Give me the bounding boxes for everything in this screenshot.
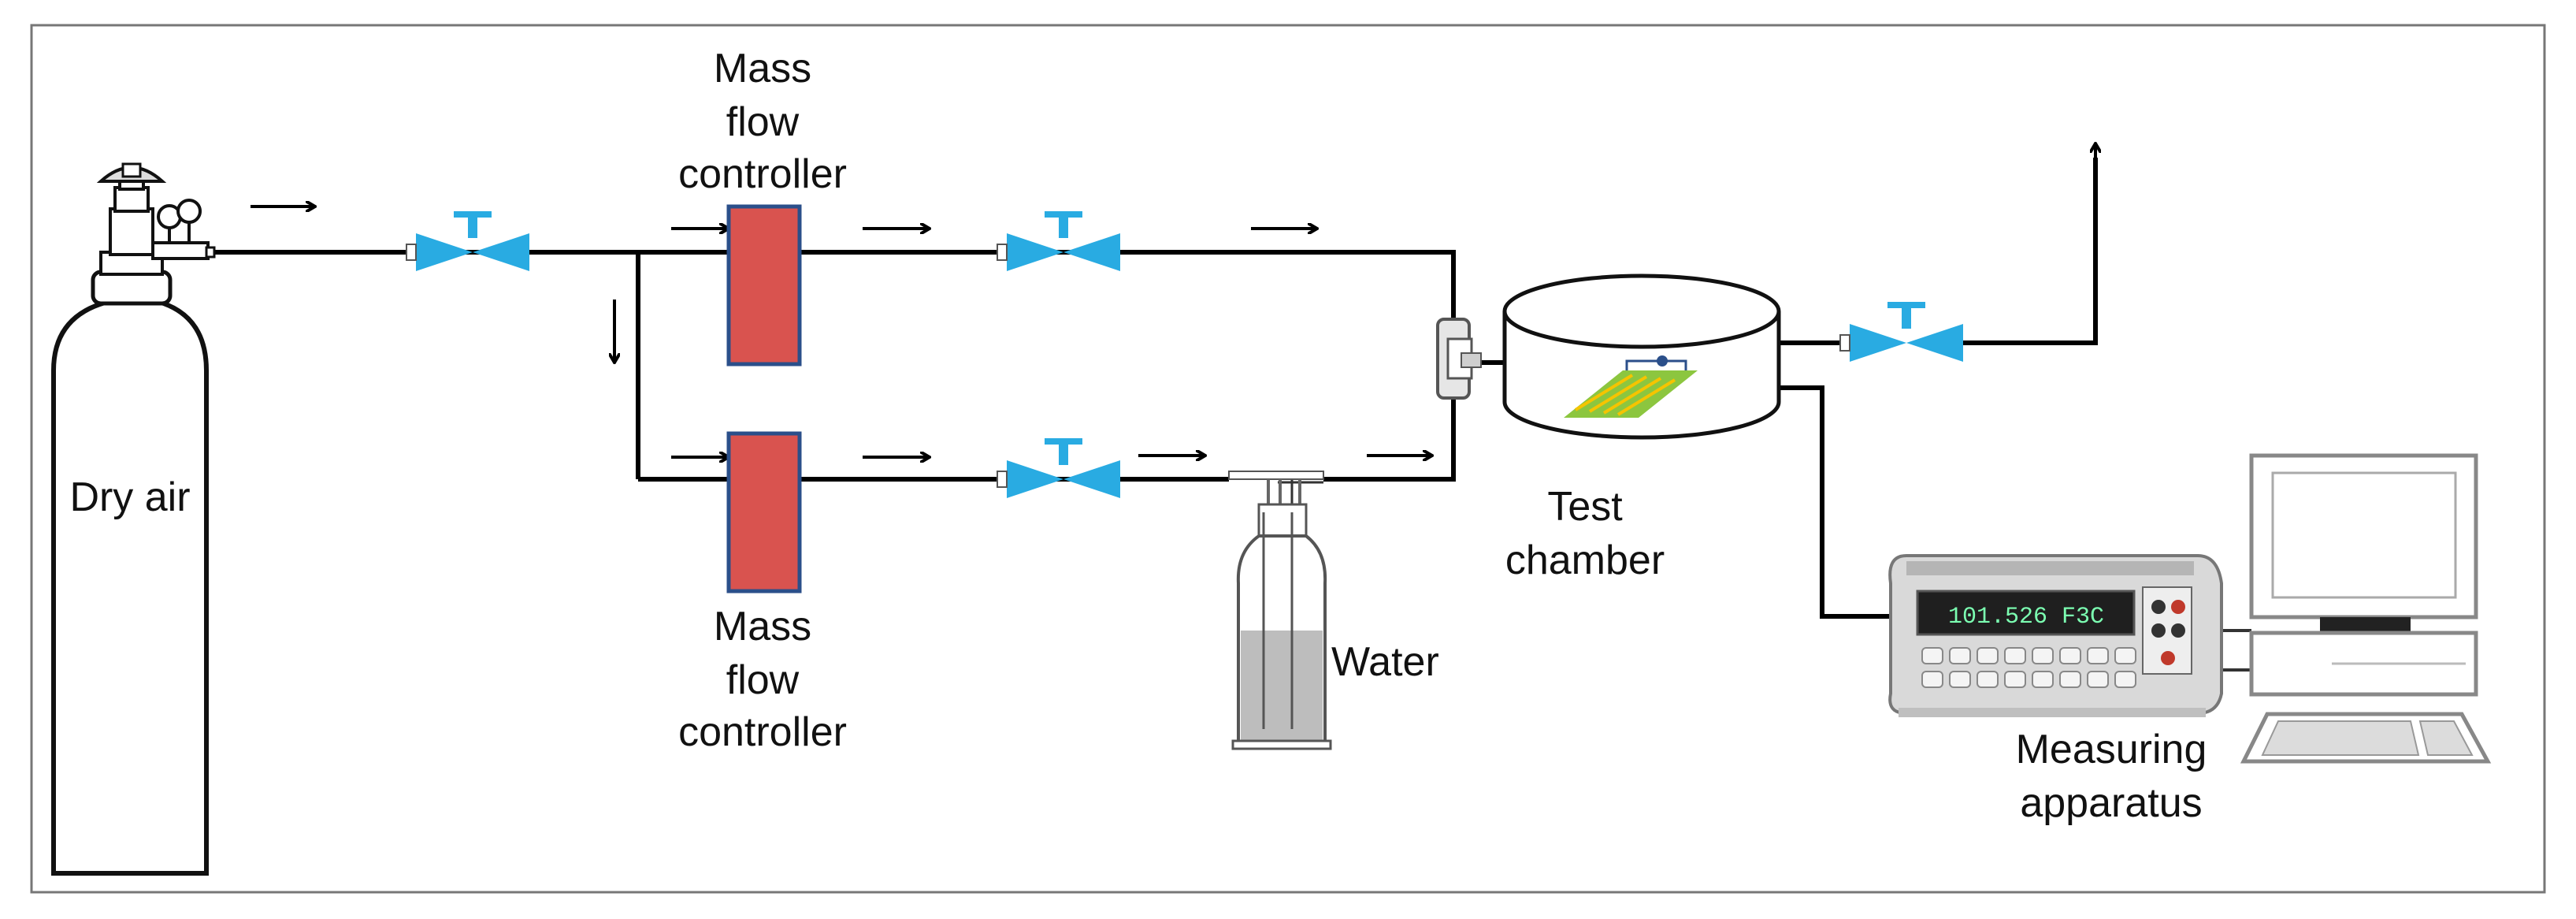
water-label: Water bbox=[1331, 639, 1439, 685]
measuring-label-line: apparatus bbox=[2020, 780, 2202, 826]
mass-flow-controller-bottom bbox=[726, 431, 802, 593]
measuring-apparatus-label: Measuring apparatus bbox=[2016, 727, 2207, 826]
multimeter-icon: 101.526 F3C bbox=[1888, 554, 2223, 717]
test-chamber-label: Test chamber bbox=[1505, 484, 1665, 583]
mfc-top-label-line: controller bbox=[678, 151, 847, 197]
needle-valve-icon bbox=[997, 437, 1121, 499]
diagram-frame bbox=[30, 24, 2546, 894]
test-chamber-icon bbox=[1502, 273, 1781, 440]
mfc-top-label-line: flow bbox=[726, 99, 800, 145]
needle-valve-icon bbox=[997, 210, 1121, 272]
signal-cable bbox=[1779, 385, 1889, 619]
mfc-bottom-label-line: Mass bbox=[714, 604, 811, 649]
mass-flow-controller-top bbox=[726, 204, 802, 366]
top-branch-pipe-b bbox=[800, 250, 1456, 319]
bottom-branch-pipe-c bbox=[1323, 398, 1456, 482]
mfc-bottom-label-line: flow bbox=[726, 657, 800, 703]
chamber-inlet-connector bbox=[1436, 318, 1482, 400]
dry-air-label: Dry air bbox=[69, 474, 190, 520]
mfc-bottom-label: Mass flow controller bbox=[678, 604, 847, 755]
measuring-label-line: Measuring bbox=[2016, 727, 2207, 772]
needle-valve-icon bbox=[406, 210, 530, 272]
needle-valve-icon bbox=[1839, 301, 1964, 363]
flow-arrows bbox=[251, 143, 2095, 457]
pipe-network bbox=[211, 158, 2098, 619]
meter-computer-cable bbox=[2223, 629, 2251, 672]
test-chamber-label-line: chamber bbox=[1505, 538, 1665, 583]
mfc-bottom-label-line: controller bbox=[678, 709, 847, 755]
computer-icon bbox=[2240, 453, 2492, 764]
mfc-top-label: Mass flow controller bbox=[678, 46, 847, 197]
meter-display: 101.526 F3C bbox=[1948, 604, 2104, 631]
mfc-top-label-line: Mass bbox=[714, 46, 811, 91]
sensor-chip bbox=[1564, 355, 1698, 418]
gas-cylinder-icon bbox=[51, 162, 216, 876]
water-bubbler-icon bbox=[1228, 471, 1332, 750]
vent-pipe bbox=[1954, 158, 2098, 345]
test-chamber-label-line: Test bbox=[1547, 484, 1623, 530]
